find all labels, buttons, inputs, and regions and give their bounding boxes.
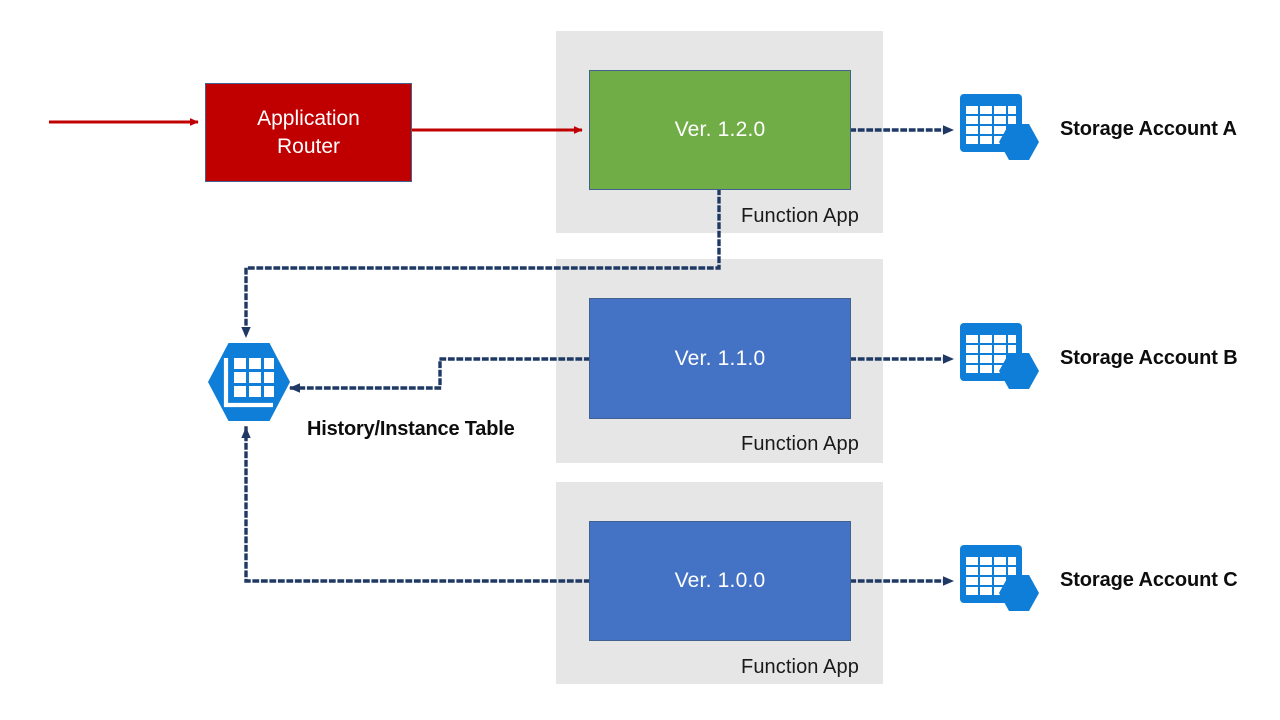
storage-account-b-label: Storage Account B <box>1060 347 1238 369</box>
storage-account-b-icon-wrap[interactable] <box>958 321 1044 393</box>
application-router-box[interactable]: Application Router <box>205 83 412 182</box>
function-app-2-version-box[interactable]: Ver. 1.1.0 <box>589 298 851 419</box>
connector-function-app-3-to-history-table <box>241 426 591 583</box>
history-table-node[interactable] <box>208 342 290 422</box>
history-table-label: History/Instance Table <box>307 418 515 440</box>
storage-account-a-label: Storage Account A <box>1060 118 1237 140</box>
function-app-1-panel-label: Function App <box>741 205 859 227</box>
table-hexagon-icon <box>208 343 290 421</box>
storage-table-icon <box>960 545 1039 611</box>
application-router-label-line2: Router <box>276 134 341 158</box>
function-app-3-version-label: Ver. 1.0.0 <box>674 569 766 592</box>
connector-function-app-1-to-history-table <box>241 188 721 339</box>
connector-function-app-2-to-history-table <box>288 357 591 393</box>
function-app-1-version-label: Ver. 1.2.0 <box>674 118 766 141</box>
function-app-3-version-box[interactable]: Ver. 1.0.0 <box>589 521 851 641</box>
function-app-2-version-label: Ver. 1.1.0 <box>674 346 766 370</box>
storage-account-c-label: Storage Account C <box>1060 569 1238 591</box>
storage-table-icon <box>960 323 1039 389</box>
storage-account-c-icon-wrap[interactable] <box>958 543 1044 615</box>
storage-account-a-icon-wrap[interactable] <box>958 92 1044 164</box>
application-router-label-line1: Application <box>257 106 360 130</box>
storage-table-icon <box>960 94 1039 160</box>
function-app-3-panel-label: Function App <box>741 656 859 678</box>
function-app-2-panel-label: Function App <box>741 433 859 455</box>
function-app-1-version-box[interactable]: Ver. 1.2.0 <box>589 70 851 190</box>
